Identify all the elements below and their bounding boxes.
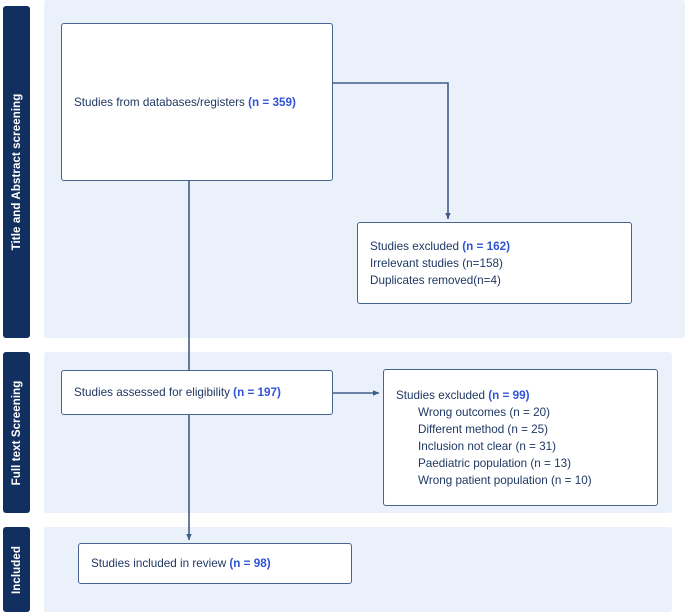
- node-text-label: Different method (n = 25): [418, 422, 549, 436]
- node-text-line: Different method (n = 25): [396, 421, 645, 438]
- node-text-label: Duplicates removed(n=4): [370, 273, 501, 287]
- node-text-count: (n = 197): [233, 386, 281, 399]
- node-text-line: Studies excluded (n = 162): [370, 238, 619, 255]
- node-text-label: Inclusion not clear (n = 31): [418, 439, 557, 453]
- node-excluded-screening-body: Studies excluded (n = 162)Irrelevant stu…: [358, 238, 631, 289]
- stage-label-fulltext: Full text Screening: [3, 352, 30, 513]
- node-text-line: Studies excluded (n = 99): [396, 387, 645, 404]
- node-text-count: (n = 99): [488, 388, 530, 402]
- node-text-label: Wrong outcomes (n = 20): [418, 405, 550, 419]
- node-text-label: Wrong patient population (n = 10): [418, 473, 592, 487]
- node-text-count: (n = 162): [462, 239, 511, 253]
- node-text-count: (n = 98): [229, 557, 271, 570]
- node-text-line: Studies from databases/registers (n = 35…: [74, 94, 320, 111]
- node-text-line: Wrong outcomes (n = 20): [396, 404, 645, 421]
- node-excluded-fulltext-body: Studies excluded (n = 99)Wrong outcomes …: [384, 387, 657, 489]
- node-eligibility-body: Studies assessed for eligibility (n = 19…: [62, 384, 332, 401]
- node-text-line: Irrelevant studies (n=158): [370, 255, 619, 272]
- node-included-body: Studies included in review (n = 98): [79, 555, 351, 572]
- node-text-label: Studies included in review: [91, 557, 230, 570]
- node-text-line: Studies included in review (n = 98): [91, 555, 339, 572]
- node-text-line: Wrong patient population (n = 10): [396, 472, 645, 489]
- stage-label-included: Included: [3, 527, 30, 612]
- stage-label-fulltext-text: Full text Screening: [10, 380, 23, 485]
- node-text-label: Studies excluded: [370, 239, 463, 253]
- node-text-label: Studies from databases/registers: [74, 95, 249, 109]
- node-text-label: Studies assessed for eligibility: [74, 386, 234, 399]
- node-excluded-screening: Studies excluded (n = 162)Irrelevant stu…: [357, 222, 632, 304]
- stage-label-screening: Title and Abstract screening: [3, 6, 30, 338]
- node-identification: Studies from databases/registers (n = 35…: [61, 23, 333, 181]
- node-text-line: Duplicates removed(n=4): [370, 272, 619, 289]
- stage-label-screening-text: Title and Abstract screening: [10, 93, 23, 251]
- node-eligibility: Studies assessed for eligibility (n = 19…: [61, 370, 333, 415]
- node-text-line: Studies assessed for eligibility (n = 19…: [74, 384, 320, 401]
- node-identification-body: Studies from databases/registers (n = 35…: [62, 94, 332, 111]
- node-text-label: Paediatric population (n = 13): [418, 456, 572, 470]
- stage-label-included-text: Included: [10, 545, 23, 594]
- node-text-label: Irrelevant studies (n=158): [370, 256, 503, 270]
- node-text-label: Studies excluded: [396, 388, 489, 402]
- node-text-line: Inclusion not clear (n = 31): [396, 438, 645, 455]
- node-included: Studies included in review (n = 98): [78, 543, 352, 584]
- node-text-count: (n = 359): [248, 95, 296, 109]
- node-text-line: Paediatric population (n = 13): [396, 455, 645, 472]
- node-excluded-fulltext: Studies excluded (n = 99)Wrong outcomes …: [383, 369, 658, 506]
